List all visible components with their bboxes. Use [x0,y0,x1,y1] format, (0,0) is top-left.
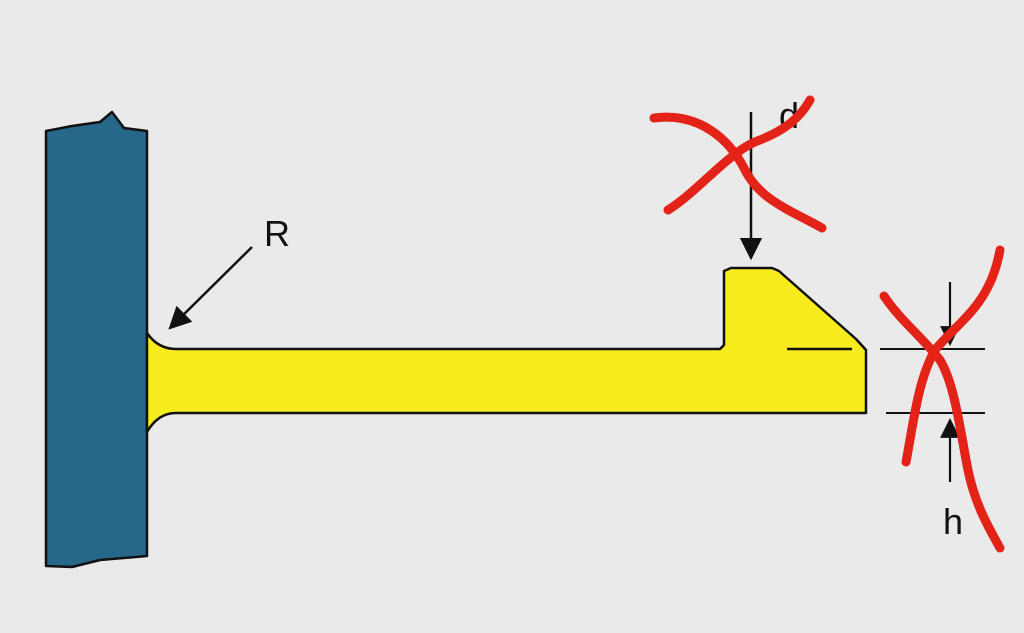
radius-arrow [168,246,253,330]
cantilever-beam [145,266,868,434]
red-x-mark-d [649,95,827,233]
fixed-wall [44,110,149,569]
red-x-mark-h [879,245,1005,553]
radius-label: R [264,213,290,254]
height-label: h [943,501,963,542]
